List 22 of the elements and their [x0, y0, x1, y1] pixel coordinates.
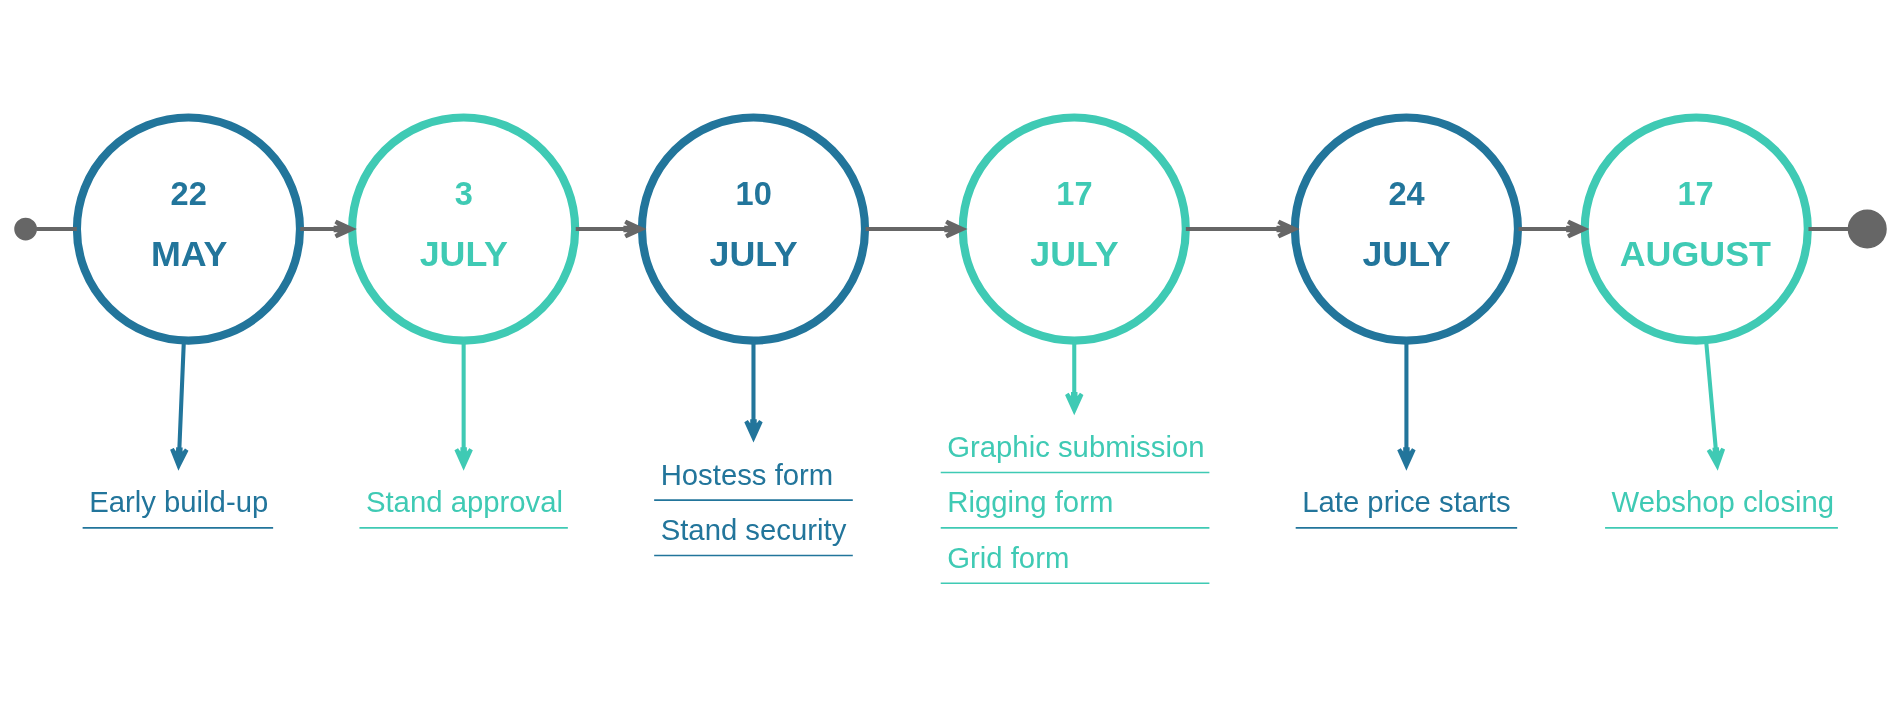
node-text: Graphic submission Rigging form Grid form: [947, 429, 1205, 574]
node-text: Hostess form Stand security: [660, 457, 847, 546]
node-circle: 10 JULY: [637, 113, 870, 345]
node-text: Late price starts: [1302, 485, 1511, 519]
arrow: [1185, 219, 1297, 239]
arrow: [865, 219, 965, 239]
node-text: Webshop closing: [1611, 485, 1835, 519]
arrow: [300, 219, 354, 239]
node-text: Early build-up: [89, 485, 269, 519]
node-circle: 17 AUGUST: [1580, 113, 1812, 345]
connector: [1808, 227, 1849, 232]
node-circle: 22 MAY: [72, 113, 305, 345]
arrow: [1518, 219, 1587, 239]
arrow: [575, 219, 644, 239]
connector: [36, 227, 77, 232]
node-circle: [14, 217, 38, 241]
arrow: [1704, 340, 1726, 468]
node-circle: 24 JULY: [1290, 113, 1523, 345]
node-circle: 3 JULY: [348, 113, 580, 345]
node-circle: 17 JULY: [958, 113, 1190, 345]
node-text: Stand approval: [365, 485, 564, 519]
node-circle: [1847, 209, 1887, 249]
